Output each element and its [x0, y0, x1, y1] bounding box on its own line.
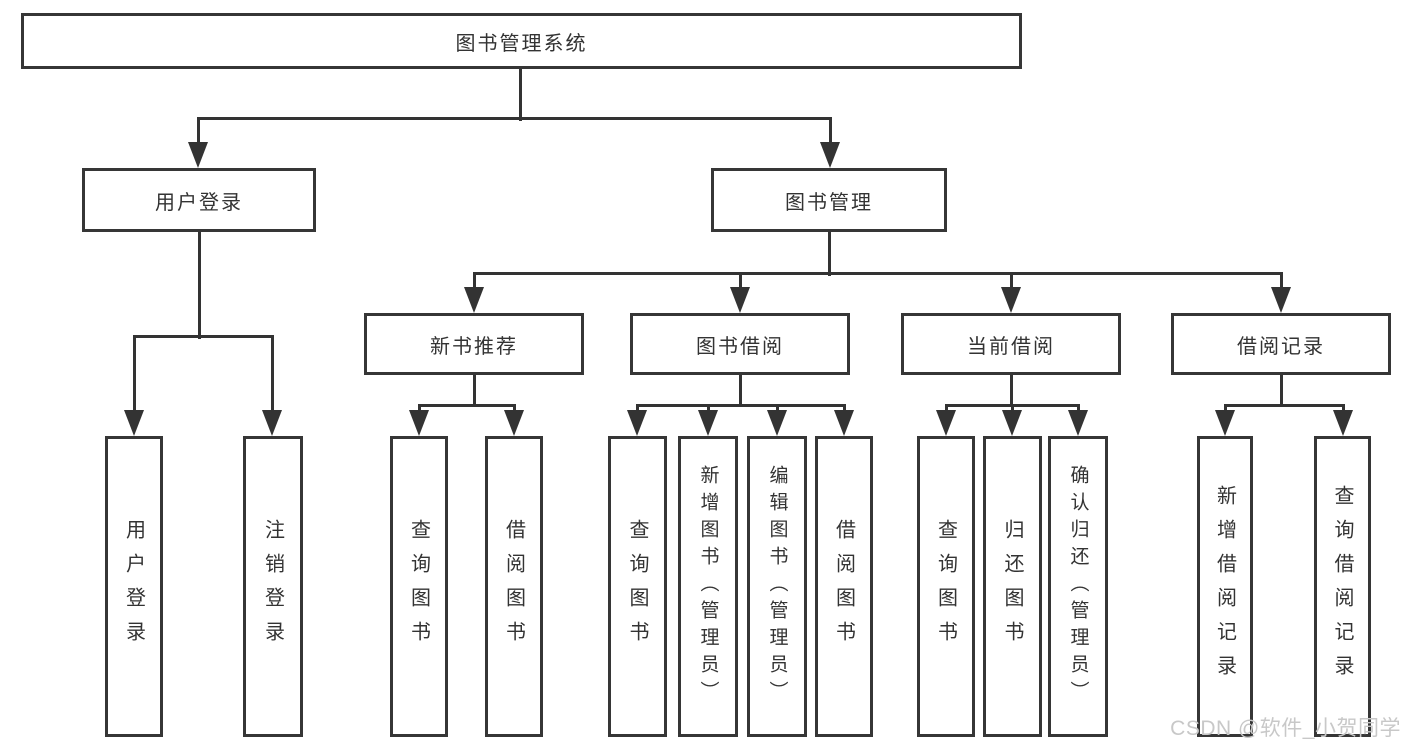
- leaf-query-borrow-record: 查询借阅记录: [1314, 436, 1371, 737]
- node-label: 注销登录: [261, 518, 284, 655]
- connector-line: [197, 118, 200, 148]
- connector-line: [739, 273, 742, 293]
- connector-line: [1224, 404, 1345, 407]
- leaf-add-books-admin: 新增图书（管理员）: [678, 436, 738, 737]
- leaf-logout: 注销登录: [243, 436, 303, 737]
- node-borrowing-records: 借阅记录: [1171, 313, 1391, 375]
- arrow-down-icon: [1001, 287, 1021, 313]
- arrow-down-icon: [1002, 410, 1022, 436]
- arrow-down-icon: [504, 410, 524, 436]
- leaf-query-books-1: 查询图书: [390, 436, 448, 737]
- arrow-down-icon: [627, 410, 647, 436]
- connector-line: [473, 375, 476, 407]
- node-library-management-system: 图书管理系统: [21, 13, 1022, 69]
- leaf-borrow-books-1: 借阅图书: [485, 436, 543, 737]
- node-label: 当前借阅: [967, 335, 1055, 358]
- arrow-down-icon: [1333, 410, 1353, 436]
- arrow-down-icon: [1068, 410, 1088, 436]
- node-label: 图书管理系统: [455, 32, 588, 55]
- node-label: 用户登录: [155, 191, 243, 214]
- node-book-management: 图书管理: [711, 168, 947, 232]
- node-label: 借阅图书: [502, 518, 525, 655]
- node-label: 借阅图书: [832, 518, 855, 655]
- leaf-confirm-return-admin: 确认归还（管理员）: [1048, 436, 1108, 737]
- connector-line: [473, 273, 476, 293]
- node-label: 新增图书（管理员）: [697, 465, 719, 708]
- node-label: 编辑图书（管理员）: [766, 465, 788, 708]
- arrow-down-icon: [1271, 287, 1291, 313]
- watermark: CSDN @软件_小贺同学: [1170, 717, 1401, 740]
- leaf-add-borrow-record: 新增借阅记录: [1197, 436, 1253, 737]
- node-label: 图书管理: [785, 191, 873, 214]
- connector-line: [133, 336, 136, 416]
- node-label: 归还图书: [1001, 518, 1023, 655]
- connector-line: [133, 335, 274, 338]
- arrow-down-icon: [730, 287, 750, 313]
- node-new-book-recommend: 新书推荐: [364, 313, 584, 375]
- connector-line: [829, 118, 832, 148]
- connector-line: [271, 336, 274, 416]
- connector-line: [1010, 375, 1013, 407]
- node-label: 用户登录: [122, 518, 145, 655]
- leaf-query-books-2: 查询图书: [608, 436, 667, 737]
- leaf-return-books: 归还图书: [983, 436, 1042, 737]
- connector-line: [828, 232, 831, 276]
- connector-line: [519, 69, 522, 121]
- arrow-down-icon: [124, 410, 144, 436]
- node-label: 确认归还（管理员）: [1067, 465, 1089, 708]
- arrow-down-icon: [834, 410, 854, 436]
- connector-line: [198, 232, 201, 339]
- node-user-login: 用户登录: [82, 168, 316, 232]
- node-label: 查询借阅记录: [1331, 484, 1353, 689]
- arrow-down-icon: [820, 142, 840, 168]
- node-book-borrowing: 图书借阅: [630, 313, 850, 375]
- leaf-query-books-3: 查询图书: [917, 436, 975, 737]
- connector-line: [1010, 273, 1013, 293]
- node-label: 查询图书: [407, 518, 430, 655]
- connector-line: [1280, 375, 1283, 407]
- connector-line: [473, 272, 1283, 275]
- arrow-down-icon: [409, 410, 429, 436]
- node-label: 图书借阅: [696, 335, 784, 358]
- connector-line: [1280, 273, 1283, 293]
- arrow-down-icon: [936, 410, 956, 436]
- node-label: 新书推荐: [430, 335, 518, 358]
- node-label: 借阅记录: [1237, 335, 1325, 358]
- arrow-down-icon: [698, 410, 718, 436]
- arrow-down-icon: [767, 410, 787, 436]
- connector-line: [739, 375, 742, 407]
- node-label: 查询图书: [626, 518, 648, 655]
- connector-line: [636, 404, 846, 407]
- arrow-down-icon: [464, 287, 484, 313]
- leaf-user-login: 用户登录: [105, 436, 163, 737]
- connector-line: [418, 404, 516, 407]
- arrow-down-icon: [262, 410, 282, 436]
- connector-line: [197, 117, 832, 120]
- node-label: 新增借阅记录: [1213, 484, 1236, 689]
- leaf-edit-books-admin: 编辑图书（管理员）: [747, 436, 807, 737]
- node-label: 查询图书: [934, 518, 957, 655]
- leaf-borrow-books-2: 借阅图书: [815, 436, 873, 737]
- node-current-borrowing: 当前借阅: [901, 313, 1121, 375]
- arrow-down-icon: [188, 142, 208, 168]
- arrow-down-icon: [1215, 410, 1235, 436]
